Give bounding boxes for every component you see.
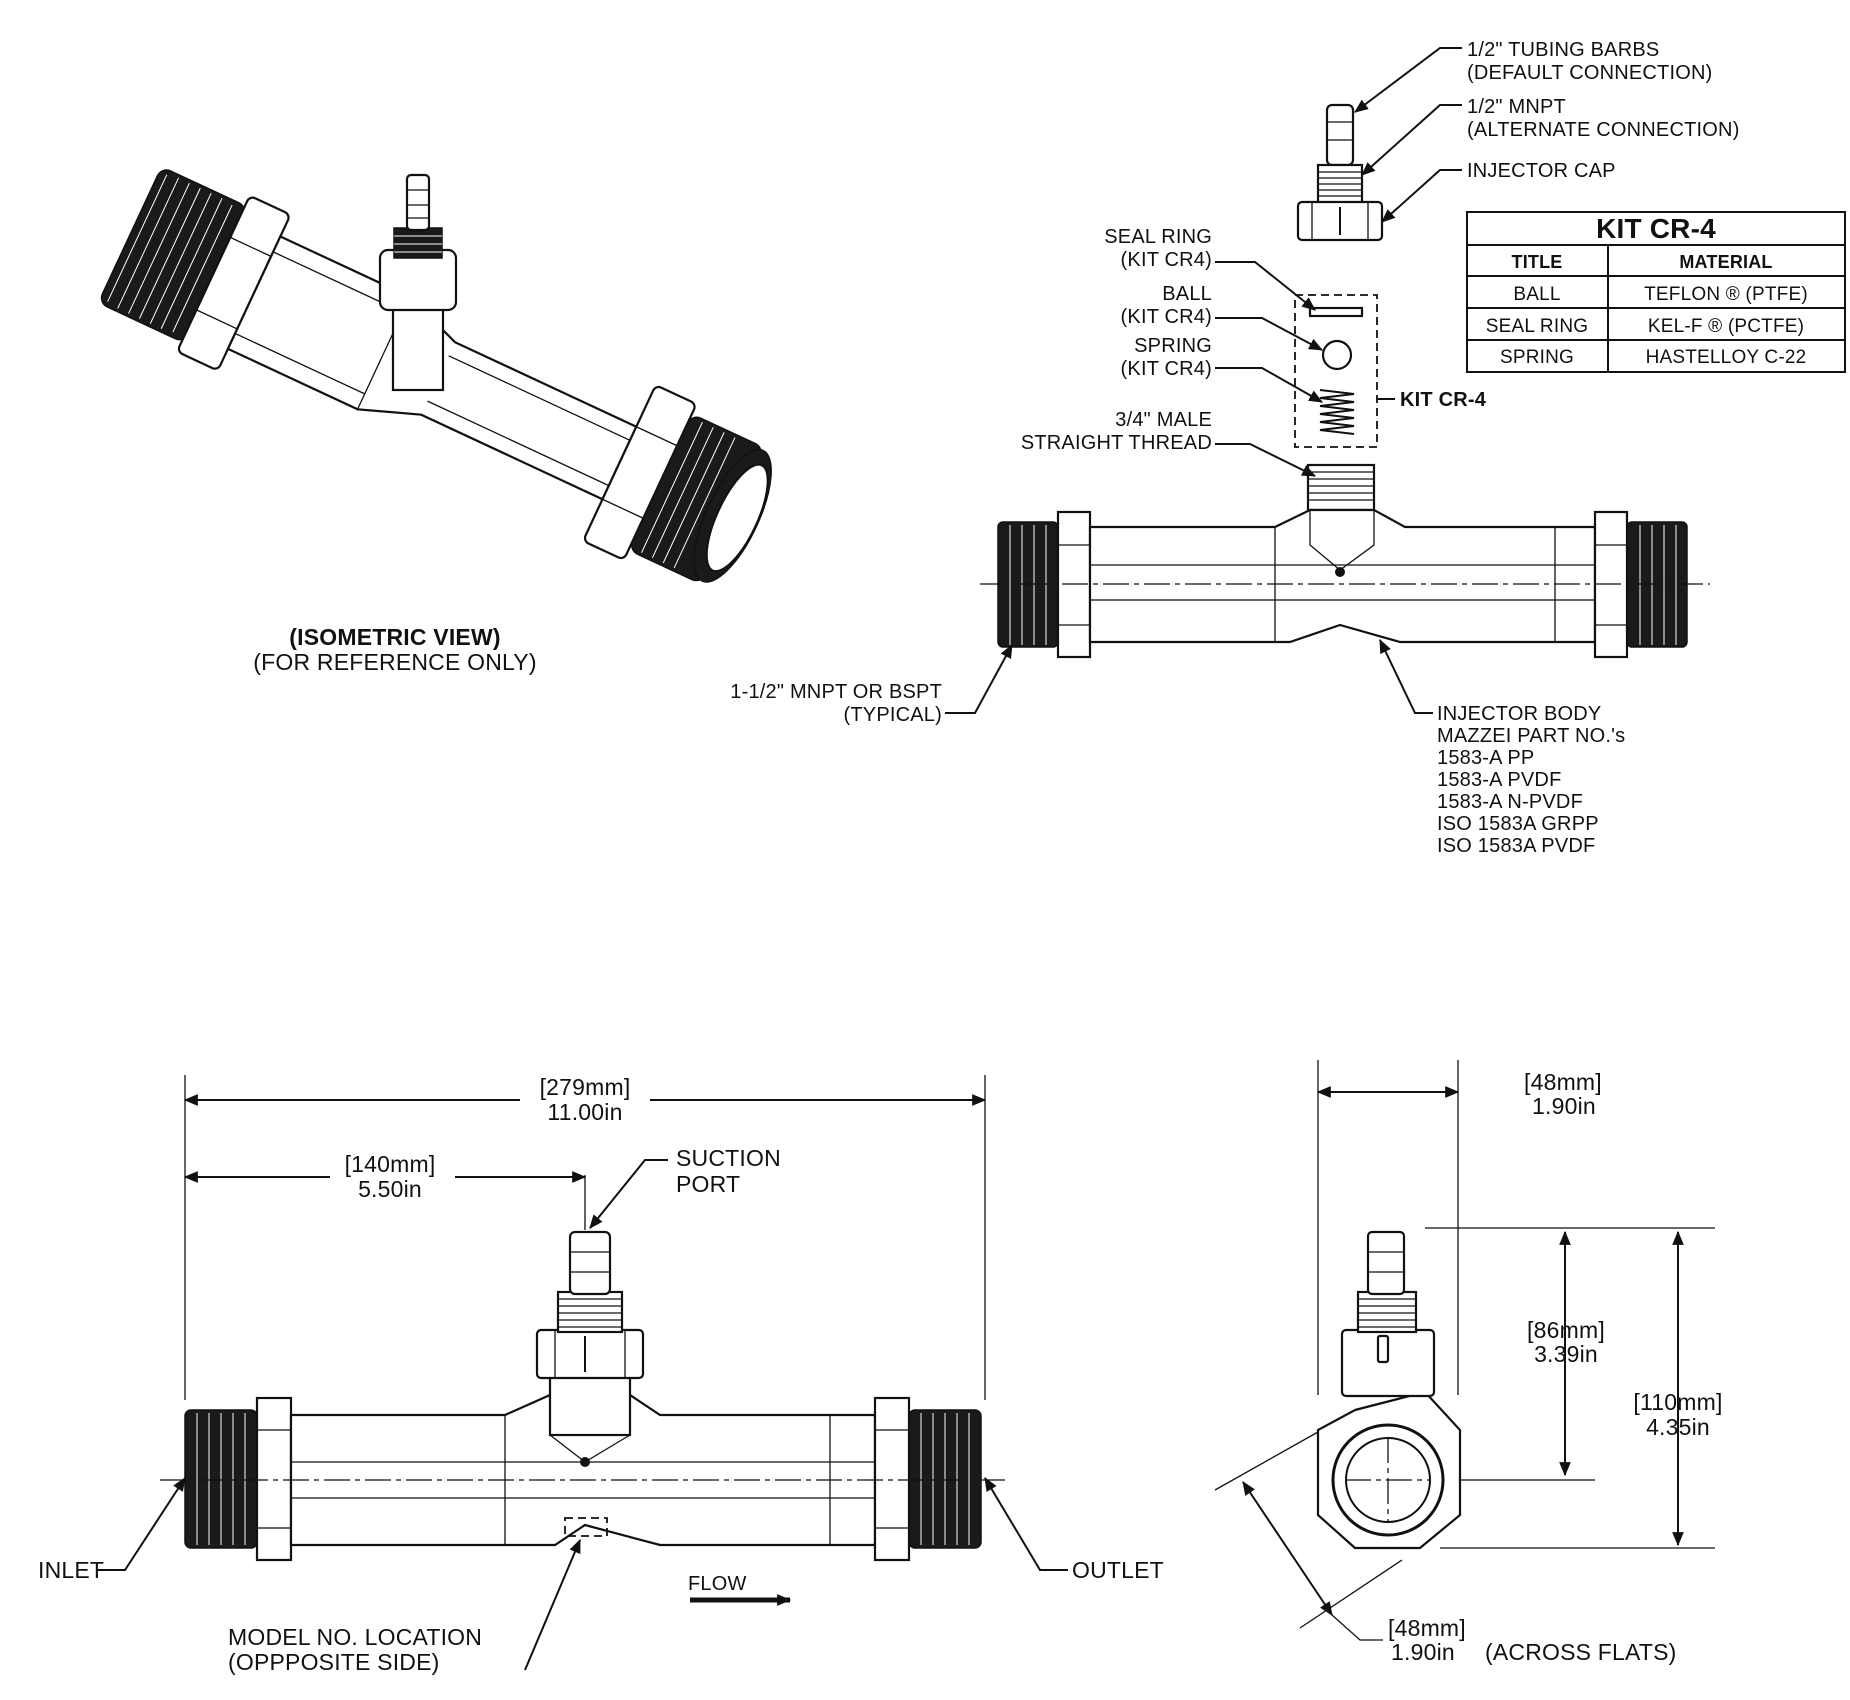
- injector-body-label-6: ISO 1583A GRPP: [1437, 813, 1599, 835]
- kit-table-cell: HASTELLOY C-22: [1646, 347, 1807, 368]
- iso-view-title: (ISOMETRIC VIEW): [289, 624, 500, 650]
- kit-table-title: KIT CR-4: [1596, 213, 1716, 244]
- overall-length-metric: [279mm]: [540, 1074, 631, 1100]
- iso-view-subtitle: (FOR REFERENCE ONLY): [253, 649, 536, 675]
- ball-part: [1321, 339, 1353, 371]
- kit-box: [1294, 294, 1378, 448]
- across-flats-note: (ACROSS FLATS): [1485, 1639, 1677, 1665]
- across-flats-metric: [48mm]: [1388, 1615, 1466, 1641]
- body-width-imperial: 1.90in: [1532, 1093, 1596, 1119]
- inlet-label: INLET: [38, 1557, 104, 1583]
- isometric-view: (ISOMETRIC VIEW) (FOR REFERENCE ONLY): [100, 169, 772, 675]
- suction-port-label-2: PORT: [676, 1171, 740, 1197]
- suction-port-label-1: SUCTION: [676, 1145, 781, 1171]
- kit-table-cell: SEAL RING: [1486, 316, 1588, 337]
- mnpt-label-2: (ALTERNATE CONNECTION): [1467, 119, 1740, 141]
- injector-body-label-3: 1583-A PP: [1437, 747, 1534, 769]
- iso-left-threads: [107, 174, 233, 333]
- suction-offset-imperial: 5.50in: [358, 1176, 422, 1202]
- seal-ring-label-1: SEAL RING: [1104, 226, 1212, 248]
- injector-body-label-2: MAZZEI PART NO.'s: [1437, 725, 1625, 747]
- front-view: [279mm] 11.00in [140mm] 5.50in: [38, 1074, 1164, 1675]
- kit-label: KIT CR-4: [1400, 389, 1487, 411]
- mnpt-bspt-label-2: (TYPICAL): [844, 704, 942, 726]
- spring-part: [1319, 389, 1355, 435]
- kit-table-header-material: MATERIAL: [1679, 252, 1772, 272]
- kit-table-cell: TEFLON ® (PTFE): [1644, 284, 1808, 305]
- injector-body-label-5: 1583-A N-PVDF: [1437, 791, 1583, 813]
- suction-offset-metric: [140mm]: [345, 1151, 436, 1177]
- male-thread-label-2: STRAIGHT THREAD: [1021, 432, 1212, 454]
- injector-body-label-4: 1583-A PVDF: [1437, 769, 1562, 791]
- kit-table-cell: KEL-F ® (PCTFE): [1648, 316, 1804, 337]
- tubing-barbs-label-2: (DEFAULT CONNECTION): [1467, 62, 1713, 84]
- exploded-view: KIT CR-4: [730, 39, 1739, 857]
- port-height-imperial: 3.39in: [1534, 1341, 1598, 1367]
- seal-ring-label-2: (KIT CR4): [1121, 249, 1212, 271]
- spring-label-1: SPRING: [1134, 335, 1212, 357]
- ball-label-2: (KIT CR4): [1121, 306, 1212, 328]
- side-view: [48mm] 1.90in [86mm] 3.39in [110mm] 4.35…: [1214, 1060, 1722, 1665]
- flow-label: FLOW: [688, 1573, 747, 1595]
- port-height-metric: [86mm]: [1527, 1317, 1605, 1343]
- kit-table-header-title: TITLE: [1512, 252, 1563, 272]
- exploded-body: [980, 463, 1710, 659]
- total-height-metric: [110mm]: [1633, 1389, 1722, 1415]
- mnpt-bspt-label-1: 1-1/2" MNPT OR BSPT: [730, 681, 942, 703]
- model-no-box: [564, 1517, 608, 1537]
- total-height-imperial: 4.35in: [1646, 1414, 1710, 1440]
- kit-table-cell: BALL: [1513, 284, 1560, 305]
- tubing-barb-part: [1325, 103, 1355, 167]
- injector-cap-label: INJECTOR CAP: [1467, 160, 1616, 182]
- injector-body-label-7: ISO 1583A PVDF: [1437, 835, 1595, 857]
- body-width-metric: [48mm]: [1524, 1069, 1602, 1095]
- spring-label-2: (KIT CR4): [1121, 358, 1212, 380]
- model-no-label-2: (OPPPOSITE SIDE): [228, 1649, 440, 1675]
- seal-ring-part: [1308, 306, 1364, 318]
- male-thread-label-1: 3/4" MALE: [1115, 409, 1212, 431]
- mnpt-label-1: 1/2" MNPT: [1467, 96, 1566, 118]
- ball-label-1: BALL: [1162, 283, 1212, 305]
- overall-length-imperial: 11.00in: [547, 1099, 622, 1125]
- injector-body-label-1: INJECTOR BODY: [1437, 703, 1601, 725]
- tubing-barbs-label-1: 1/2" TUBING BARBS: [1467, 39, 1659, 61]
- kit-table-cell: SPRING: [1500, 347, 1574, 368]
- kit-table: KIT CR-4 TITLE MATERIAL BALL TEFLON ® (P…: [1466, 211, 1846, 373]
- across-flats-imperial: 1.90in: [1391, 1639, 1455, 1665]
- model-no-label-1: MODEL NO. LOCATION: [228, 1624, 482, 1650]
- outlet-label: OUTLET: [1072, 1557, 1164, 1583]
